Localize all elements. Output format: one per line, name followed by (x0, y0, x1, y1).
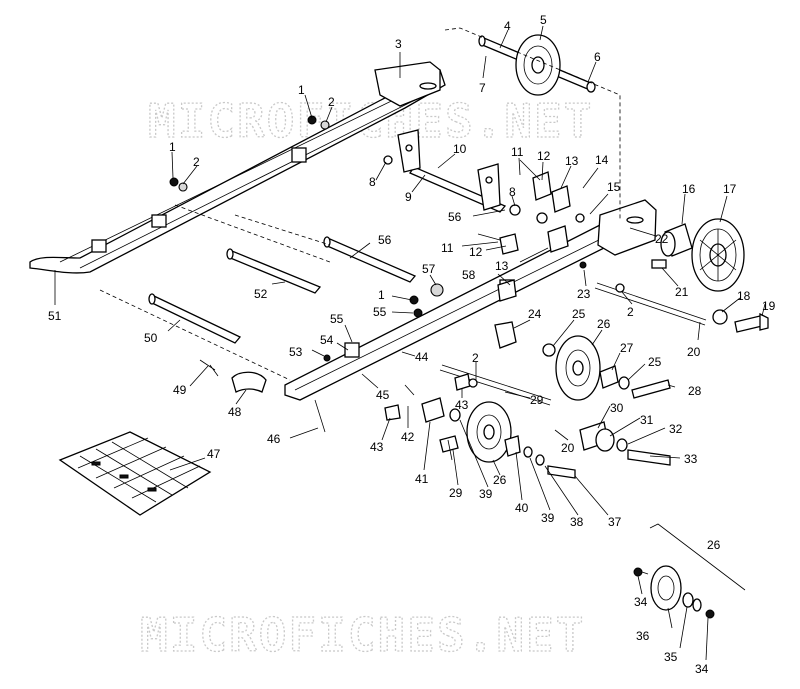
callout-47: 47 (207, 447, 221, 461)
callout-39-b: 39 (541, 511, 555, 525)
callout-2-b: 2 (193, 155, 200, 169)
callout-19: 19 (762, 299, 776, 313)
small-hardware (169, 115, 625, 433)
callout-6: 6 (594, 50, 601, 64)
callout-52: 52 (254, 287, 268, 301)
callout-25-b: 25 (648, 355, 662, 369)
callout-2-c: 2 (627, 305, 634, 319)
callout-32: 32 (669, 422, 683, 436)
callout-37: 37 (608, 515, 622, 529)
callout-13-a: 13 (565, 154, 579, 168)
callout-56-b: 56 (378, 233, 392, 247)
callout-44: 44 (415, 350, 429, 364)
top-axle-wheel (444, 27, 621, 220)
callout-10: 10 (453, 142, 467, 156)
lower-bogie-wheel (421, 397, 576, 479)
callout-27: 27 (620, 341, 634, 355)
callout-labels: 1 2 3 4 5 6 7 1 2 10 8 9 11 12 13 14 8 1… (48, 13, 776, 676)
callout-34-a: 34 (634, 595, 648, 609)
callout-2-a: 2 (328, 95, 335, 109)
callout-58: 58 (462, 268, 476, 282)
callout-1-a: 1 (298, 83, 305, 97)
callout-31: 31 (640, 413, 654, 427)
callout-46: 46 (267, 432, 281, 446)
callout-28: 28 (688, 384, 702, 398)
callout-24: 24 (528, 307, 542, 321)
callout-8-a: 8 (369, 175, 376, 189)
callout-35: 35 (664, 650, 678, 664)
cross-shafts (99, 166, 507, 381)
callout-50: 50 (144, 331, 158, 345)
callout-11-b: 11 (441, 241, 454, 255)
callout-16: 16 (682, 182, 696, 196)
callout-38: 38 (570, 515, 584, 529)
callout-41: 41 (415, 472, 429, 486)
callout-39-a: 39 (479, 487, 493, 501)
track-clip-47 (58, 431, 212, 516)
callout-17: 17 (723, 182, 737, 196)
callout-51: 51 (48, 309, 62, 323)
front-rail (284, 199, 657, 401)
callout-49: 49 (173, 383, 187, 397)
callout-2-d: 2 (472, 351, 479, 365)
callout-22: 22 (655, 232, 669, 246)
callout-34-b: 34 (695, 662, 709, 676)
callout-15: 15 (607, 180, 621, 194)
callout-1-b: 1 (169, 140, 176, 154)
callout-20-a: 20 (687, 345, 701, 359)
callout-12-b: 12 (469, 245, 483, 259)
callout-55-a: 55 (373, 305, 387, 319)
callout-54: 54 (320, 333, 334, 347)
callout-13-b: 13 (495, 259, 509, 273)
detail-inset-26 (633, 523, 746, 619)
callout-18: 18 (737, 289, 751, 303)
callout-9: 9 (405, 190, 412, 204)
callout-43-b: 43 (370, 440, 384, 454)
callout-8-b: 8 (509, 185, 516, 199)
callout-43-a: 43 (455, 398, 469, 412)
shock-mounts (397, 129, 501, 211)
callout-33: 33 (684, 452, 698, 466)
callout-25-a: 25 (572, 307, 586, 321)
leader-lines (54, 25, 766, 661)
callout-29-a: 29 (530, 393, 544, 407)
callout-45: 45 (376, 388, 390, 402)
callout-42: 42 (401, 430, 415, 444)
callout-48: 48 (228, 405, 242, 419)
callout-29-b: 29 (449, 486, 463, 500)
callout-40: 40 (515, 501, 529, 515)
callout-55-b: 55 (330, 312, 344, 326)
callout-14: 14 (595, 153, 609, 167)
center-bogie-wheel (439, 321, 671, 466)
watermark-bottom: MICROFICHES.NET (140, 608, 585, 662)
callout-21: 21 (675, 285, 689, 299)
callout-7: 7 (479, 81, 486, 95)
callout-12-a: 12 (537, 149, 551, 163)
callout-53: 53 (289, 345, 303, 359)
left-rail (29, 61, 446, 274)
callout-56-a: 56 (448, 210, 462, 224)
callout-26-c: 26 (707, 538, 721, 552)
callout-3: 3 (395, 37, 402, 51)
callout-4: 4 (504, 19, 511, 33)
callout-57: 57 (422, 262, 436, 276)
callout-23: 23 (577, 287, 591, 301)
callout-1-c: 1 (378, 288, 385, 302)
callout-20-b: 20 (561, 441, 575, 455)
callout-5: 5 (540, 13, 547, 27)
callout-30: 30 (610, 401, 624, 415)
callout-36: 36 (636, 629, 650, 643)
callout-26-a: 26 (597, 317, 611, 331)
right-idler-wheel (594, 218, 769, 333)
callout-26-b: 26 (493, 473, 507, 487)
callout-11-a: 11 (511, 145, 524, 159)
